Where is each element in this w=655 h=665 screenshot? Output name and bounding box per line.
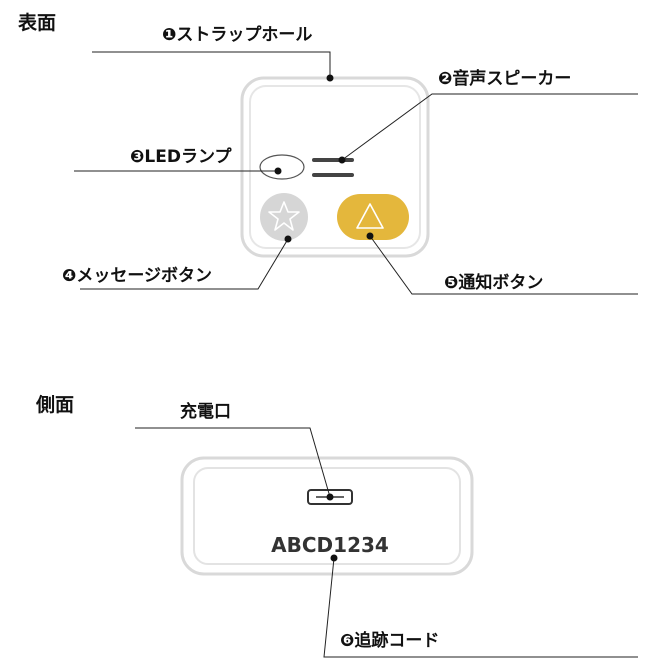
speaker-grille [312, 158, 354, 177]
notify-button-leader [369, 235, 638, 295]
message-button-dot [284, 235, 292, 243]
triangle-icon [356, 203, 384, 229]
led-lamp-label: ❸LEDランプ [130, 147, 232, 167]
front-device [240, 76, 430, 258]
tracking-code-leader [323, 557, 638, 658]
message-button-leader [80, 238, 289, 290]
notify-button-dot [366, 232, 374, 240]
tracking-code-text: ABCD1234 [271, 533, 389, 557]
charging-port-label: 充電口 [180, 402, 231, 422]
speaker-dot [338, 156, 346, 164]
side-heading: 側面 [36, 394, 75, 416]
tracking-code-dot [330, 554, 338, 562]
speaker-label: ❷音声スピーカー [438, 69, 572, 89]
notify-button-label: ❺通知ボタン [444, 273, 544, 293]
front-heading: 表面 [18, 12, 57, 34]
charging-port-leader [135, 427, 331, 498]
side-device: ABCD1234 [180, 456, 474, 576]
tracking-code-label: ❻追跡コード [340, 631, 440, 651]
speaker-leader [341, 93, 638, 161]
message-button-label: ❹メッセージボタン [62, 266, 213, 286]
star-icon [268, 201, 300, 231]
side-callout-lines [135, 427, 638, 658]
strap-hole-leader [92, 51, 331, 78]
side-device-inner-frame [193, 467, 461, 565]
led-lamp [259, 154, 305, 180]
led-lamp-dot [274, 167, 282, 175]
notify-button[interactable] [337, 194, 409, 240]
charging-port-dot [326, 493, 334, 501]
front-callout-lines [74, 51, 638, 295]
message-button[interactable] [260, 193, 308, 241]
strap-hole-dot [326, 74, 334, 82]
strap-hole-label: ❶ストラップホール [162, 25, 313, 45]
